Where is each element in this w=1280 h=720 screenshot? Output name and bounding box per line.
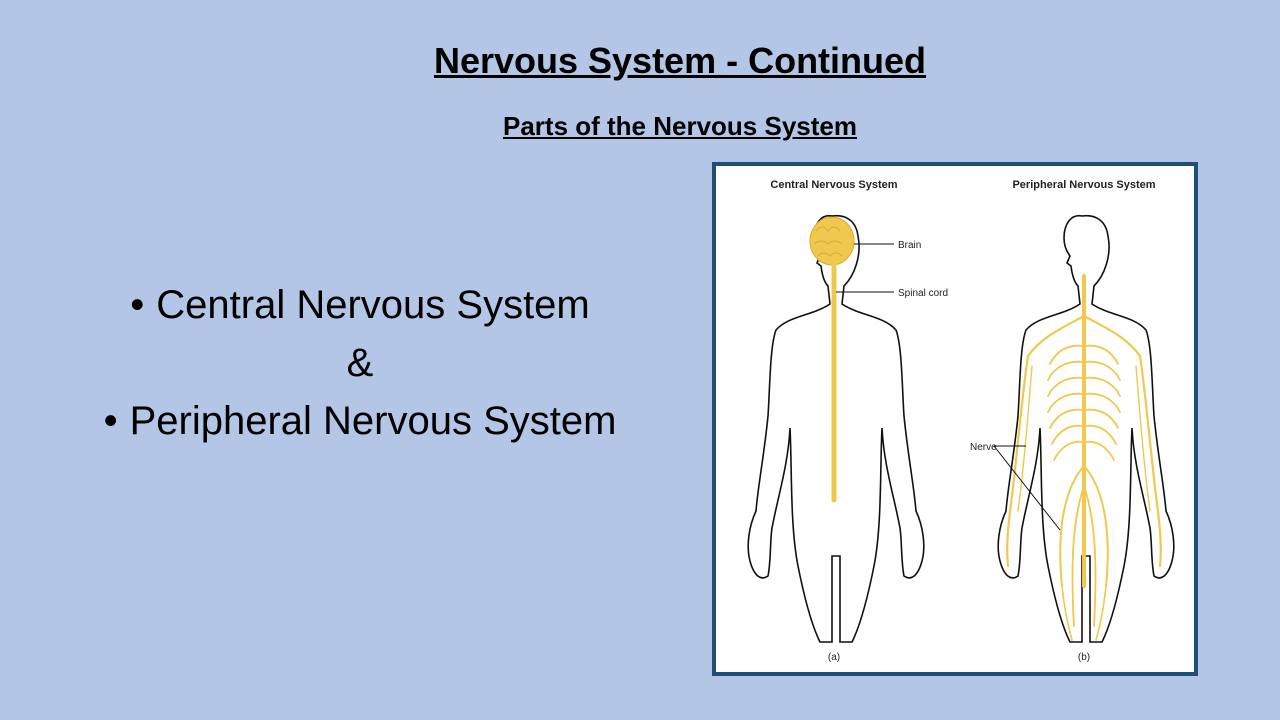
spinal-cord-label: Spinal cord bbox=[898, 288, 948, 299]
slide-subtitle: Parts of the Nervous System bbox=[502, 111, 857, 141]
bullet-text: Peripheral Nervous System bbox=[129, 399, 617, 443]
nervous-system-figure: Central Nervous System Peripheral Nervou… bbox=[712, 162, 1198, 676]
peripheral-nerves-shape bbox=[1006, 274, 1162, 641]
bullet-list: •Central Nervous System & •Peripheral Ne… bbox=[60, 276, 660, 450]
slide-title: Nervous System - Continued bbox=[433, 40, 927, 81]
bullet-dot-icon: • bbox=[130, 283, 145, 327]
bullet-text: Central Nervous System bbox=[156, 283, 590, 327]
bullet-item-pns: •Peripheral Nervous System bbox=[60, 392, 660, 450]
ampersand-text: & bbox=[346, 341, 374, 385]
brain-label: Brain bbox=[898, 240, 921, 251]
bullet-item-cns: •Central Nervous System bbox=[60, 276, 660, 334]
cns-caption: (a) bbox=[828, 652, 840, 663]
bullet-dot-icon: • bbox=[103, 399, 118, 443]
pns-heading: Peripheral Nervous System bbox=[1012, 179, 1155, 191]
nerve-label: Nerve bbox=[970, 442, 997, 453]
figure-canvas: Central Nervous System Peripheral Nervou… bbox=[747, 179, 1175, 663]
pns-caption: (b) bbox=[1078, 652, 1090, 663]
brain-shape bbox=[809, 216, 855, 266]
pns-figure: Nerve (b) bbox=[970, 214, 1175, 663]
cns-heading: Central Nervous System bbox=[770, 179, 897, 191]
nerve-leader-lines bbox=[993, 445, 1061, 531]
bullet-connector: & bbox=[60, 334, 660, 392]
